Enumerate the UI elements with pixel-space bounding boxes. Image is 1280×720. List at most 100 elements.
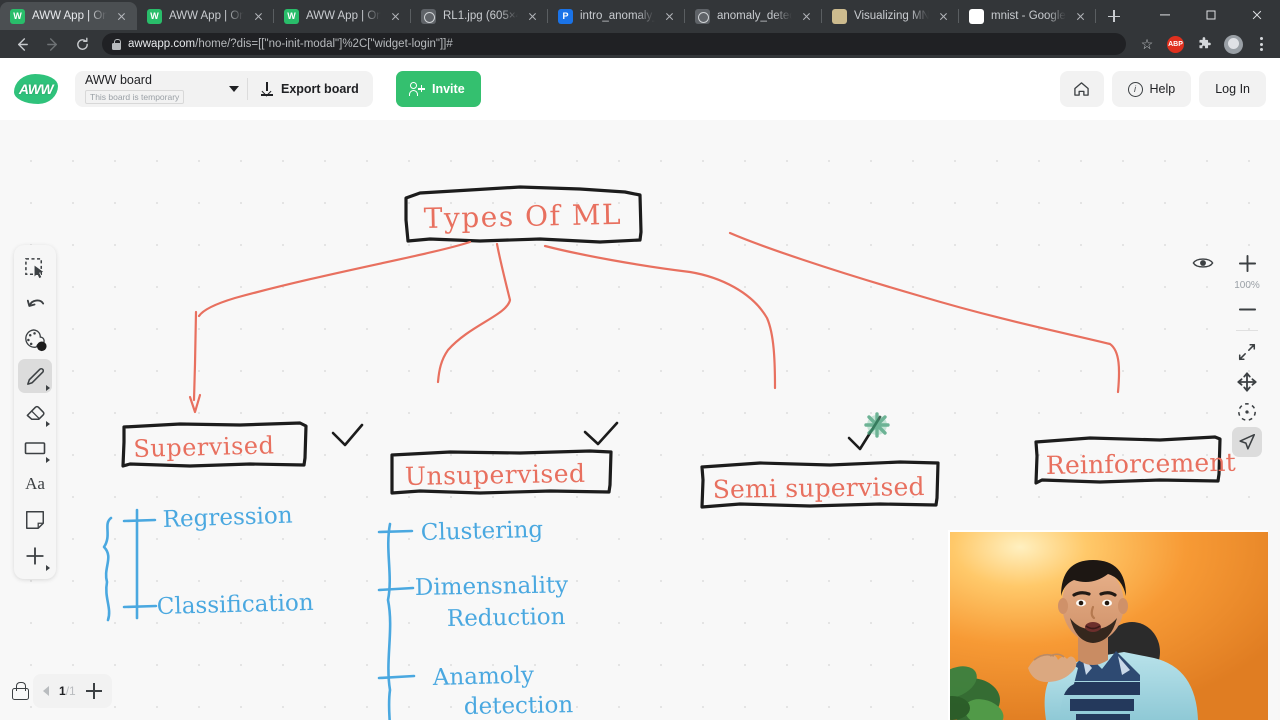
zoom-in-button[interactable] — [1232, 248, 1262, 278]
login-button[interactable]: Log In — [1199, 71, 1266, 107]
tab-title: anomaly_detection — [717, 10, 792, 22]
tool-rail-left: Aa — [14, 245, 56, 579]
address-bar-url: awwapp.com/home/?dis=[["no-init-modal"]%… — [128, 38, 453, 50]
page-selector: 1/1 — [33, 674, 112, 708]
eraser-tool[interactable] — [18, 395, 52, 429]
help-button[interactable]: Help — [1111, 71, 1192, 107]
google-icon: G — [969, 8, 984, 24]
browser-tab-1[interactable]: W AWW App | Online — [0, 2, 137, 30]
help-label: Help — [1149, 82, 1176, 96]
browser-tab-3[interactable]: W AWW App | Online — [274, 2, 411, 30]
shape-tool[interactable] — [18, 431, 52, 465]
pen-tool[interactable] — [18, 359, 52, 393]
export-board-button[interactable]: Export board — [248, 82, 373, 96]
browser-tab-4[interactable]: RL1.jpg (605×432) — [411, 2, 548, 30]
chevron-right-icon — [46, 457, 50, 463]
download-icon — [261, 82, 273, 96]
semisupervised-node-text: Semi supervised — [713, 472, 925, 504]
regression-text: Regression — [162, 502, 293, 533]
reload-icon[interactable] — [68, 30, 96, 58]
close-icon[interactable] — [799, 9, 814, 24]
close-icon[interactable] — [1073, 9, 1088, 24]
unsupervised-node-box — [390, 449, 613, 495]
webcam-overlay[interactable] — [948, 530, 1268, 720]
tab-divider — [273, 9, 274, 23]
aww-icon: W — [284, 8, 299, 24]
whiteboard-canvas[interactable]: .nd { fill:none; stroke:#1c1c1c; stroke-… — [0, 120, 1280, 720]
close-icon[interactable] — [662, 9, 677, 24]
color-palette-tool[interactable] — [18, 323, 52, 357]
close-icon[interactable] — [251, 9, 266, 24]
board-title: AWW board — [85, 73, 152, 87]
close-icon[interactable] — [525, 9, 540, 24]
zoom-level-label: 100% — [1234, 280, 1260, 291]
page-total: /1 — [65, 684, 76, 698]
board-name-dropdown[interactable]: AWW board This board is temporary — [75, 73, 247, 105]
aww-logo: AWW — [14, 74, 58, 104]
previous-page-button[interactable] — [43, 686, 49, 696]
zoom-out-button[interactable] — [1232, 294, 1262, 324]
new-tab-button[interactable] — [1100, 2, 1128, 30]
unsupervised-node-text: Unsupervised — [405, 459, 586, 491]
tab-divider — [684, 9, 685, 23]
page-current: 1 — [59, 684, 66, 698]
add-tool[interactable] — [18, 539, 52, 573]
aww-app: AWW AWW board This board is temporary Ex… — [0, 58, 1280, 720]
tab-divider — [958, 9, 959, 23]
toolbar-divider — [247, 78, 248, 100]
minimize-button[interactable] — [1142, 0, 1188, 30]
home-icon — [1073, 81, 1090, 97]
classification-text: Classification — [156, 590, 314, 620]
add-page-button[interactable] — [85, 683, 102, 699]
detection-text: detection — [464, 692, 574, 720]
select-tool[interactable] — [18, 251, 52, 285]
chrome-menu-icon[interactable] — [1250, 31, 1272, 57]
maximize-button[interactable] — [1188, 0, 1234, 30]
title-node-text: Types Of ML — [423, 198, 622, 235]
browser-tab-8[interactable]: G mnist - Google Se — [959, 2, 1096, 30]
focus-button[interactable] — [1232, 397, 1262, 427]
browser-tab-6[interactable]: anomaly_detection — [685, 2, 822, 30]
toolbar-right: ☆ ABP — [1134, 31, 1272, 57]
board-temporary-badge: This board is temporary — [85, 90, 185, 104]
page-controls: 1/1 — [12, 674, 112, 708]
supervised-brace — [102, 516, 113, 622]
lock-icon — [112, 38, 121, 50]
rail-divider — [1236, 330, 1258, 331]
aww-icon: W — [10, 8, 25, 24]
supervised-node-box — [121, 421, 308, 468]
address-bar[interactable]: awwapp.com/home/?dis=[["no-init-modal"]%… — [102, 33, 1126, 55]
tab-divider — [1095, 9, 1096, 23]
text-tool[interactable]: Aa — [25, 474, 45, 493]
aww-icon: W — [147, 8, 162, 24]
tab-divider — [410, 9, 411, 23]
adblock-icon[interactable]: ABP — [1167, 35, 1184, 53]
extensions-puzzle-icon[interactable] — [1191, 31, 1217, 57]
page-number: 1/1 — [59, 684, 76, 698]
tab-title: RL1.jpg (605×432) — [443, 10, 518, 22]
browser-tab-2[interactable]: W AWW App | Online — [137, 2, 274, 30]
lock-icon[interactable] — [12, 682, 29, 700]
back-icon[interactable] — [8, 30, 36, 58]
laser-pointer-button[interactable] — [1232, 427, 1262, 457]
window-close-button[interactable] — [1234, 0, 1280, 30]
browser-tab-7[interactable]: Visualizing MNIST — [822, 2, 959, 30]
export-board-label: Export board — [281, 82, 359, 96]
visibility-eye-icon[interactable] — [1188, 248, 1218, 278]
profile-avatar[interactable] — [1224, 34, 1243, 54]
home-button[interactable] — [1059, 71, 1104, 107]
undo-tool[interactable] — [18, 287, 52, 321]
forward-icon[interactable] — [38, 30, 66, 58]
pan-button[interactable] — [1232, 367, 1262, 397]
checkmark-2 — [583, 421, 619, 446]
invite-button[interactable]: Invite — [396, 71, 481, 107]
bookmark-star-icon[interactable]: ☆ — [1140, 35, 1154, 52]
anomaly-text: Anamoly — [431, 662, 534, 691]
browser-tab-5[interactable]: P intro_anomaly_det — [548, 2, 685, 30]
close-icon[interactable] — [936, 9, 951, 24]
chevron-right-icon — [46, 565, 50, 571]
close-icon[interactable] — [388, 9, 403, 24]
sticky-note-tool[interactable] — [18, 503, 52, 537]
close-icon[interactable] — [114, 9, 129, 24]
fit-to-screen-button[interactable] — [1232, 337, 1262, 367]
